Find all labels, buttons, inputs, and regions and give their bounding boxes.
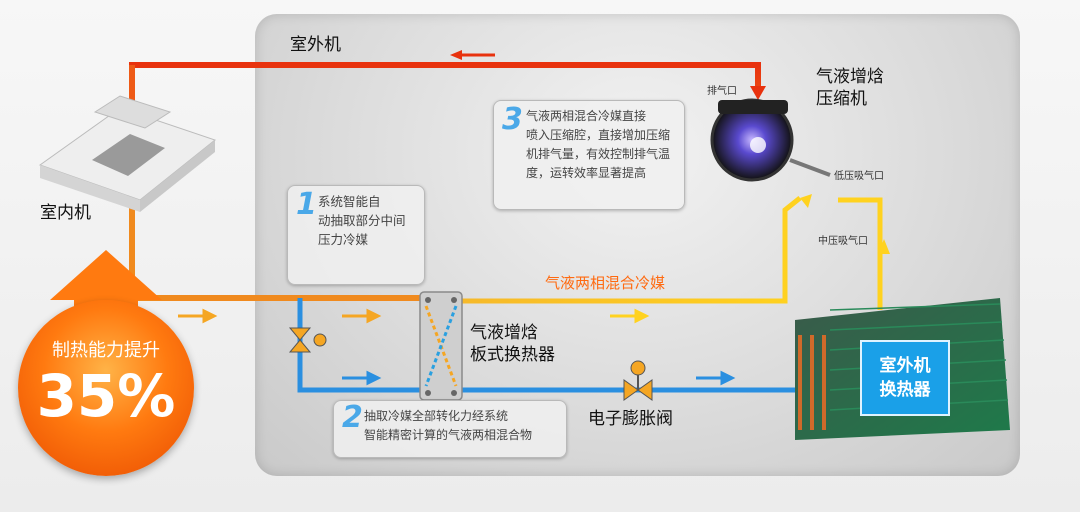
- note-3: 3 气液两相混合冷媒直接 喷入压缩腔，直接增加压缩 机排气量，有效控制排气温 度…: [493, 100, 685, 210]
- flow-arrow-icon: [342, 370, 736, 386]
- flow-arrow-icon: [750, 86, 766, 100]
- outdoor-hx-box: 室外机 换热器: [860, 340, 950, 416]
- cassette-ac-icon: [38, 95, 217, 212]
- exhaust-port-label: 排气口: [707, 86, 737, 97]
- note-2-number: 2: [342, 400, 363, 435]
- note-1-number: 1: [296, 187, 317, 222]
- flow-arrow-icon: [878, 239, 890, 254]
- plate-hx-label: 气液增焓 板式换热器: [470, 323, 555, 365]
- outdoor-hx-label: 室外机 换热器: [879, 356, 931, 400]
- valve-icon: [623, 360, 653, 401]
- heat-arrow: [50, 250, 162, 320]
- compressor-icon: [710, 98, 831, 182]
- note-1-text: 系统智能自 动抽取部分中间 压力冷媒: [318, 194, 406, 247]
- badge-value: 35%: [36, 362, 176, 430]
- note-2: 2 抽取冷媒全部转化力经系统 智能精密计算的气液两相混合物: [333, 400, 567, 458]
- note-3-text: 气液两相混合冷媒直接 喷入压缩腔，直接增加压缩 机排气量，有效控制排气温 度，运…: [526, 109, 671, 180]
- mid-pressure-port-label: 中压吸气口: [818, 236, 868, 247]
- outdoor-unit-label: 室外机: [290, 35, 341, 55]
- note-3-number: 3: [502, 102, 523, 137]
- flow-arrow-icon: [178, 308, 382, 324]
- mixed-refrigerant-pipe: [460, 196, 802, 304]
- valve-icon: [288, 327, 327, 353]
- compressor-label: 气液增焓 压缩机: [816, 67, 884, 109]
- indoor-unit-label: 室内机: [40, 203, 91, 223]
- note-2-text: 抽取冷媒全部转化力经系统 智能精密计算的气液两相混合物: [364, 409, 533, 442]
- plate-heat-exchanger-icon: [419, 291, 463, 401]
- flow-arrow-icon: [800, 194, 812, 208]
- mixed-refrigerant-label: 气液两相混合冷媒: [545, 274, 666, 292]
- note-1: 1 系统智能自 动抽取部分中间 压力冷媒: [287, 185, 425, 285]
- suction-pipe: [838, 197, 883, 310]
- low-pressure-port-label: 低压吸气口: [834, 171, 884, 182]
- badge-text: 制热能力提升: [52, 340, 160, 361]
- flow-arrow-icon: [610, 308, 650, 324]
- expansion-valve-label: 电子膨胀阀: [588, 409, 673, 429]
- heating-boost-badge: 制热能力提升 35%: [18, 300, 194, 476]
